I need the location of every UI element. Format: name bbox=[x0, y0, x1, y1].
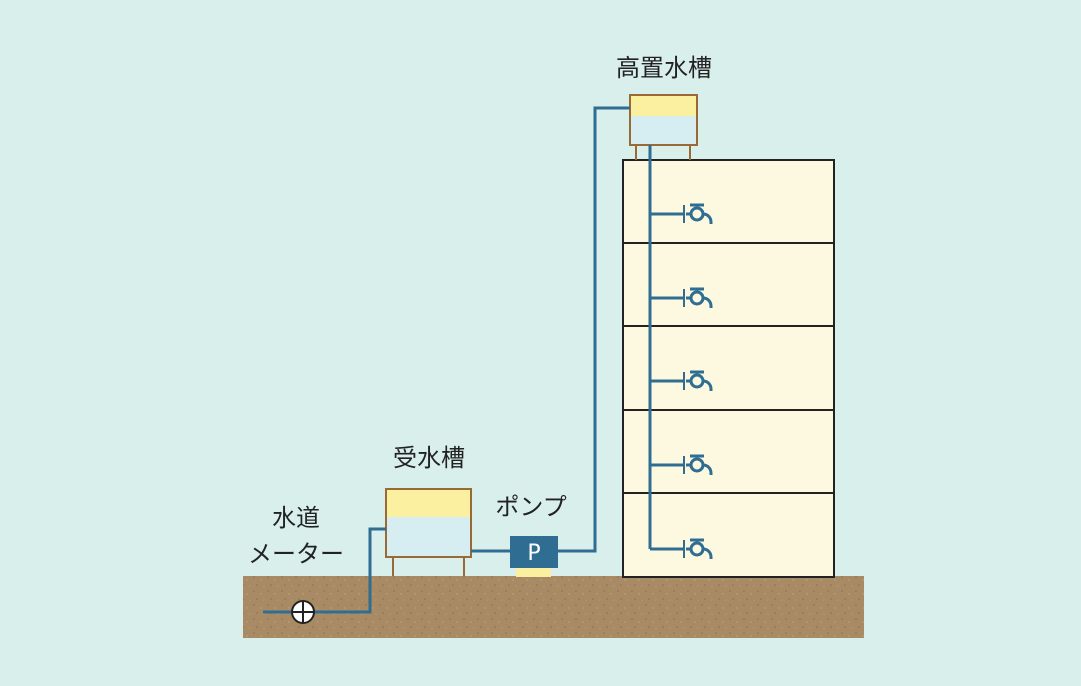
faucet-icon bbox=[683, 454, 713, 475]
pump-label: ポンプ bbox=[495, 493, 566, 521]
building-floor-4 bbox=[622, 242, 835, 327]
receiving-tank-label: 受水槽 bbox=[393, 444, 465, 472]
building bbox=[622, 159, 835, 578]
building-floor-2 bbox=[622, 409, 835, 494]
meter-label-line2: メーター bbox=[248, 540, 344, 568]
faucet-icon bbox=[683, 203, 713, 224]
faucet-icon bbox=[683, 538, 713, 559]
building-floor-5 bbox=[622, 159, 835, 244]
receiving-tank bbox=[385, 488, 472, 576]
faucet-icon bbox=[683, 287, 713, 308]
pump: P bbox=[510, 536, 558, 577]
piping bbox=[263, 106, 684, 614]
main-supply-pipe bbox=[263, 527, 386, 614]
water-meter-icon bbox=[291, 600, 315, 624]
ground bbox=[243, 576, 864, 638]
riser-pipe bbox=[558, 106, 630, 553]
pump-letter: P bbox=[527, 541, 540, 566]
elevated-tank-label: 高置水槽 bbox=[616, 54, 712, 82]
faucet-icon bbox=[683, 370, 713, 391]
building-floor-1 bbox=[622, 492, 835, 578]
meter-label-line1: 水道 bbox=[272, 504, 320, 532]
building-floor-3 bbox=[622, 325, 835, 411]
elevated-tank bbox=[629, 94, 698, 160]
